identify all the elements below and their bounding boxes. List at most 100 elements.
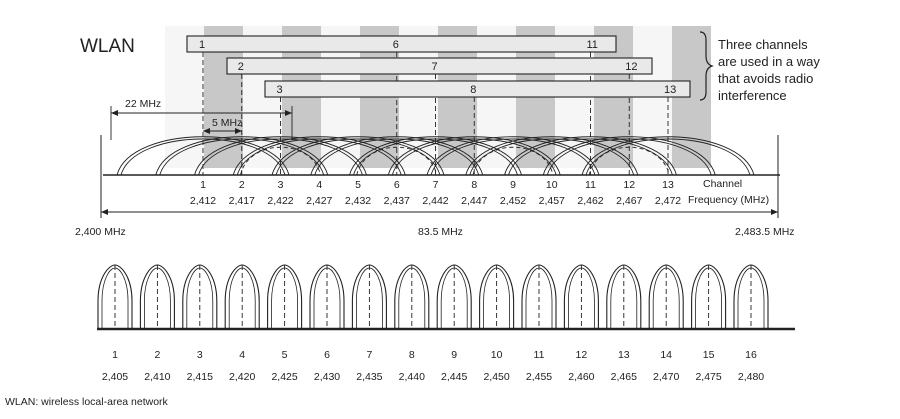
lower-channel-number: 11	[534, 349, 545, 361]
wlan-channel-number: 4	[316, 179, 322, 191]
wlan-channel-frequency: 2,452	[500, 195, 526, 207]
wlan-channel-frequency: 2,422	[267, 195, 293, 207]
band-span-arrow-head	[771, 209, 778, 215]
note-line-4: interference	[718, 88, 787, 103]
wlan-channel-frequency: 2,472	[655, 195, 681, 207]
channel-arc-dashed	[472, 146, 554, 176]
lower-channel-number: 8	[409, 349, 415, 361]
group-channel-label: 8	[470, 84, 476, 96]
channel-arc	[155, 136, 329, 176]
channel-arc	[465, 136, 639, 176]
wlan-channel-number: 1	[200, 179, 206, 191]
channel-spacing-label: 5 MHz	[212, 117, 242, 129]
channel-arc	[236, 138, 402, 176]
lower-channel-number: 15	[703, 349, 715, 361]
channel-arc	[120, 138, 286, 176]
channel-width-label: 22 MHz	[125, 98, 161, 110]
channel-width-arrow-head	[285, 110, 292, 116]
wlan-channel-frequency: 2,442	[422, 195, 448, 207]
wlan-channel-number: 6	[394, 179, 400, 191]
lower-channel-frequency: 2,440	[399, 371, 425, 383]
group-channel-label: 11	[587, 39, 598, 51]
lower-channel-frequency: 2,405	[102, 371, 128, 383]
channel-width-arrow-head	[111, 110, 118, 116]
wlan-channel-frequency: 2,462	[577, 195, 603, 207]
channel-arc	[271, 136, 445, 176]
wlan-channel-frequency: 2,447	[461, 195, 487, 207]
note-brace	[699, 31, 714, 101]
channel-group-bar	[226, 57, 653, 75]
lower-channel-number: 9	[451, 349, 457, 361]
wlan-axis: 12,41222,41732,42242,42752,43262,43772,4…	[100, 106, 780, 218]
wlan-channel-number: 9	[510, 179, 516, 191]
lower-channel-number: 7	[366, 349, 372, 361]
group-channel-label: 1	[199, 39, 205, 51]
lower-channel-diagram: 12,40522,41032,41542,42052,42562,43072,4…	[97, 264, 795, 383]
lower-channel-frequency: 2,435	[356, 371, 382, 383]
lower-channel-frequency: 2,460	[568, 371, 594, 383]
group-channel-label: 7	[432, 61, 438, 73]
wlan-channel-number: 5	[355, 179, 361, 191]
lower-channel-frequency: 2,455	[526, 371, 552, 383]
lower-channel-frequency: 2,420	[229, 371, 255, 383]
wlan-channel-number: 2	[239, 179, 245, 191]
lower-channel-number: 1	[112, 349, 118, 361]
channel-arc	[469, 138, 635, 176]
group-channel-label: 12	[625, 61, 637, 73]
group-channel-label: 13	[664, 84, 676, 96]
band-start-label: 2,400 MHz	[75, 226, 126, 238]
footnote: WLAN: wireless local-area network	[5, 396, 168, 408]
frequency-axis-label: Frequency (MHz)	[688, 194, 769, 206]
lower-channel-frequency: 2,465	[611, 371, 637, 383]
lower-channel-frequency: 2,410	[144, 371, 170, 383]
channel-arc	[387, 136, 561, 176]
group-channel-label: 3	[277, 84, 283, 96]
channel-arc	[426, 136, 600, 176]
lower-channel-number: 12	[576, 349, 588, 361]
channel-group-bar	[186, 35, 617, 53]
band-span-arrow-head	[101, 209, 108, 215]
lower-channel-number: 16	[745, 349, 757, 361]
wlan-channel-number: 7	[433, 179, 439, 191]
lower-channel-number: 2	[154, 349, 160, 361]
lower-channel-frequency: 2,450	[483, 371, 509, 383]
channel-arc	[194, 136, 367, 176]
wlan-channel-frequency: 2,417	[229, 195, 255, 207]
lower-channel-frequency: 2,415	[187, 371, 213, 383]
wlan-channel-frequency: 2,437	[384, 195, 410, 207]
lower-channel-number: 4	[239, 349, 245, 361]
channel-arc	[542, 136, 716, 176]
channel-axis-label: Channel	[703, 178, 742, 190]
lower-channel-number: 14	[660, 349, 672, 361]
note-line-1: Three channels	[718, 37, 808, 52]
wlan-channel-frequency: 2,457	[539, 195, 565, 207]
lower-channel-frequency: 2,445	[441, 371, 467, 383]
channel-group-bars: 1 6 11 2 7 12 3 8 13	[186, 35, 691, 98]
wlan-channel-frequency: 2,412	[190, 195, 216, 207]
channel-arc	[430, 138, 596, 176]
group-channel-label: 6	[393, 39, 399, 51]
lower-channel-frequency: 2,480	[738, 371, 764, 383]
wlan-channel-frequency: 2,427	[306, 195, 332, 207]
wlan-channel-number: 12	[623, 179, 635, 191]
channel-spacing-arrow-head	[203, 128, 210, 134]
channel-arc	[275, 138, 441, 176]
band-width-label: 83.5 MHz	[418, 226, 463, 238]
lower-channel-frequency: 2,470	[653, 371, 679, 383]
channel-arc	[508, 138, 673, 176]
interference-note: Three channels are used in a way that av…	[718, 36, 898, 104]
channel-arc-dashed	[356, 146, 438, 176]
channel-arc	[232, 136, 406, 176]
band-end-label: 2,483.5 MHz	[735, 226, 795, 238]
wlan-channel-number: 10	[546, 179, 558, 191]
lower-channel-frequency: 2,425	[271, 371, 297, 383]
lower-channel-frequency: 2,475	[695, 371, 721, 383]
channel-group-bar	[264, 80, 691, 98]
wlan-channel-number: 11	[585, 179, 596, 191]
group-channel-label: 2	[238, 61, 244, 73]
note-line-2: are used in a way	[718, 54, 820, 69]
channel-arc	[349, 136, 522, 176]
wlan-channel-frequency: 2,467	[616, 195, 642, 207]
lower-channel-number: 10	[491, 349, 503, 361]
